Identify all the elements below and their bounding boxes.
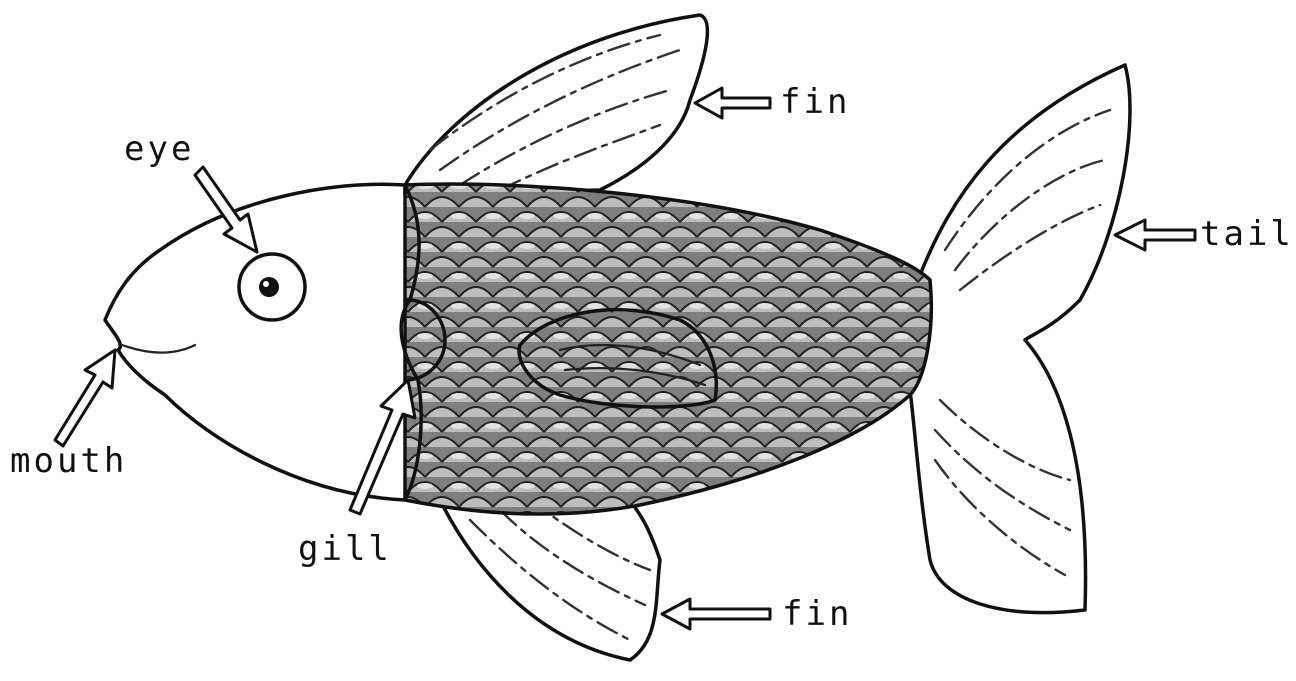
top-fin-arrow bbox=[695, 88, 770, 118]
tail-fin bbox=[910, 65, 1130, 613]
bottom-fin-rays bbox=[470, 500, 650, 640]
top-fin bbox=[405, 15, 707, 195]
tail-arrow bbox=[1115, 220, 1195, 250]
mouth-arrow bbox=[55, 350, 115, 446]
body-scales bbox=[405, 184, 931, 514]
label-mouth: mouth bbox=[10, 441, 127, 481]
label-gill: gill bbox=[298, 529, 392, 569]
eye-arrow bbox=[195, 167, 257, 252]
eye-pupil bbox=[259, 277, 279, 297]
label-eye: eye bbox=[124, 129, 194, 169]
eye-glint bbox=[263, 281, 269, 287]
label-tail: tail bbox=[1200, 214, 1294, 254]
label-fin-top: fin bbox=[780, 82, 850, 122]
mouth-line bbox=[122, 345, 195, 353]
label-fin-bottom: fin bbox=[782, 594, 852, 634]
bottom-fin-arrow bbox=[662, 599, 770, 629]
